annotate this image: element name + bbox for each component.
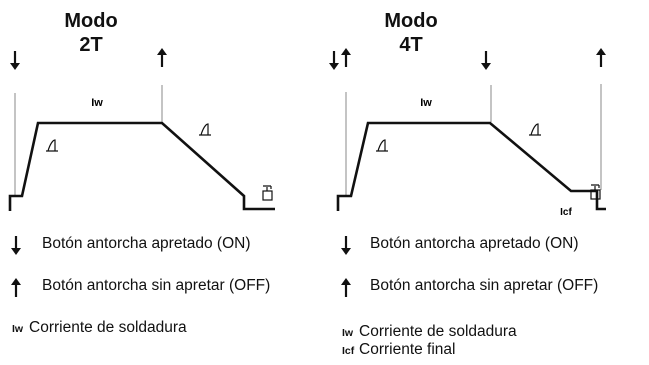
arrow-up-icon	[9, 276, 23, 299]
slope-icon	[375, 139, 389, 152]
mode-4t-title-line2: 4T	[399, 34, 423, 56]
slope-icon	[528, 123, 542, 136]
legend-4t-on: Botón antorcha apretado (ON)	[370, 235, 579, 252]
legend-icf-abbr: Icf	[342, 345, 355, 357]
arrow-down-icon	[479, 49, 493, 72]
current-profile-4t	[336, 121, 606, 211]
arrow-up-icon	[339, 276, 353, 299]
diagram-2t: Iw	[8, 46, 275, 211]
legend-iw-abbr: Iw	[342, 327, 354, 339]
slope-icon	[45, 139, 59, 152]
mode-2t-title: Modo 2T	[56, 9, 126, 57]
current-profile-2t	[8, 121, 275, 211]
legend-2t-iw: Iw Corriente de soldadura	[12, 318, 187, 339]
legend-iw-text: Corriente de soldadura	[359, 323, 517, 340]
arrow-down-icon	[339, 234, 353, 257]
gas-valve-icon	[262, 185, 273, 201]
legend-4t-iw: Iw Corriente de soldadura	[342, 322, 517, 343]
legend-2t-off: Botón antorcha sin apretar (OFF)	[42, 277, 271, 294]
slope-icon	[198, 123, 212, 136]
arrow-up-icon	[155, 46, 169, 69]
arrow-up-icon	[339, 46, 353, 69]
mode-4t-title-line1: Modo	[384, 10, 438, 32]
diagram-4t: Iw Icf	[327, 46, 608, 218]
mode-2t-title-line2: 2T	[79, 34, 103, 56]
legend-4t-icf: Icf Corriente final	[342, 340, 456, 361]
legend-2t-on: Botón antorcha apretado (ON)	[42, 235, 251, 252]
icf-label: Icf	[560, 207, 572, 218]
legend-iw-text: Corriente de soldadura	[29, 319, 187, 336]
arrow-down-icon	[8, 49, 22, 72]
legend-icf-text: Corriente final	[359, 341, 456, 358]
arrow-down-icon	[327, 49, 341, 72]
iw-label: Iw	[420, 97, 432, 109]
iw-label: Iw	[91, 97, 103, 109]
arrow-down-icon	[9, 234, 23, 257]
mode-4t-title: Modo 4T	[376, 9, 446, 57]
arrow-up-icon	[594, 46, 608, 69]
mode-2t-title-line1: Modo	[64, 10, 118, 32]
legend-iw-abbr: Iw	[12, 323, 24, 335]
legend-4t-off: Botón antorcha sin apretar (OFF)	[370, 277, 599, 294]
